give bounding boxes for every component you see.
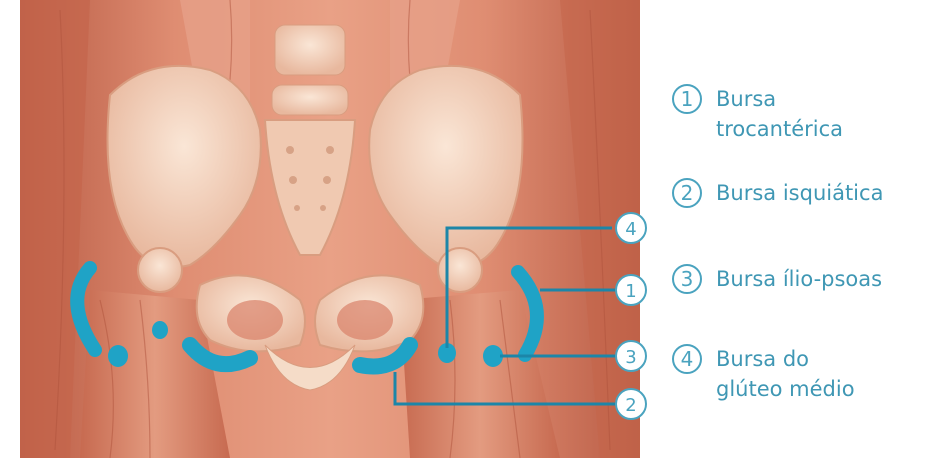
legend-text-4: Bursa do glúteo médio — [716, 344, 855, 404]
callout-2: 2 — [616, 389, 646, 419]
callout-3: 3 — [616, 341, 646, 371]
callout-2-label: 2 — [625, 395, 636, 416]
bursa-gluteus-medius-left — [152, 321, 168, 339]
legend-item-1: 1 Bursa trocantérica — [672, 84, 843, 144]
callout-1: 1 — [616, 275, 646, 305]
legend-item-2: 2 Bursa isquiática — [672, 178, 883, 208]
legend-item-3: 3 Bursa ílio-psoas — [672, 264, 882, 294]
legend-number-1: 1 — [672, 84, 702, 114]
legend-text-3: Bursa ílio-psoas — [716, 264, 882, 294]
legend-number-2: 2 — [672, 178, 702, 208]
legend-line-1b: trocantérica — [716, 114, 843, 144]
legend-line-4a: Bursa do — [716, 344, 855, 374]
legend-text-1: Bursa trocantérica — [716, 84, 843, 144]
callout-4: 4 — [616, 213, 646, 243]
legend-line-1a: Bursa — [716, 84, 843, 114]
legend-line-4b: glúteo médio — [716, 374, 855, 404]
legend-item-4: 4 Bursa do glúteo médio — [672, 344, 855, 404]
bursa-iliopsoas-left — [108, 345, 128, 367]
callout-4-label: 4 — [625, 219, 636, 240]
legend-text-2: Bursa isquiática — [716, 178, 883, 208]
legend-number-3: 3 — [672, 264, 702, 294]
callout-1-label: 1 — [625, 281, 636, 302]
callout-3-label: 3 — [625, 347, 636, 368]
legend-number-4: 4 — [672, 344, 702, 374]
